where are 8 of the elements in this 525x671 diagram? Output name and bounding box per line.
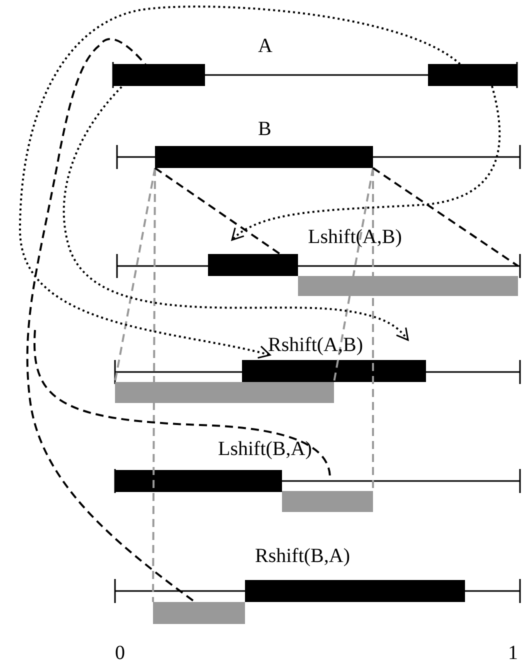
interval-label: A [258, 35, 272, 57]
interval-label: B [258, 118, 272, 140]
axis-value: 0 [115, 642, 125, 664]
axis-value: 1 [508, 642, 518, 664]
interval-label: Rshift(B,A) [255, 545, 350, 567]
interval-label: Lshift(B,A) [218, 438, 312, 460]
interval-label: Rshift(A,B) [268, 334, 363, 356]
interval-label: Lshift(A,B) [308, 226, 402, 248]
